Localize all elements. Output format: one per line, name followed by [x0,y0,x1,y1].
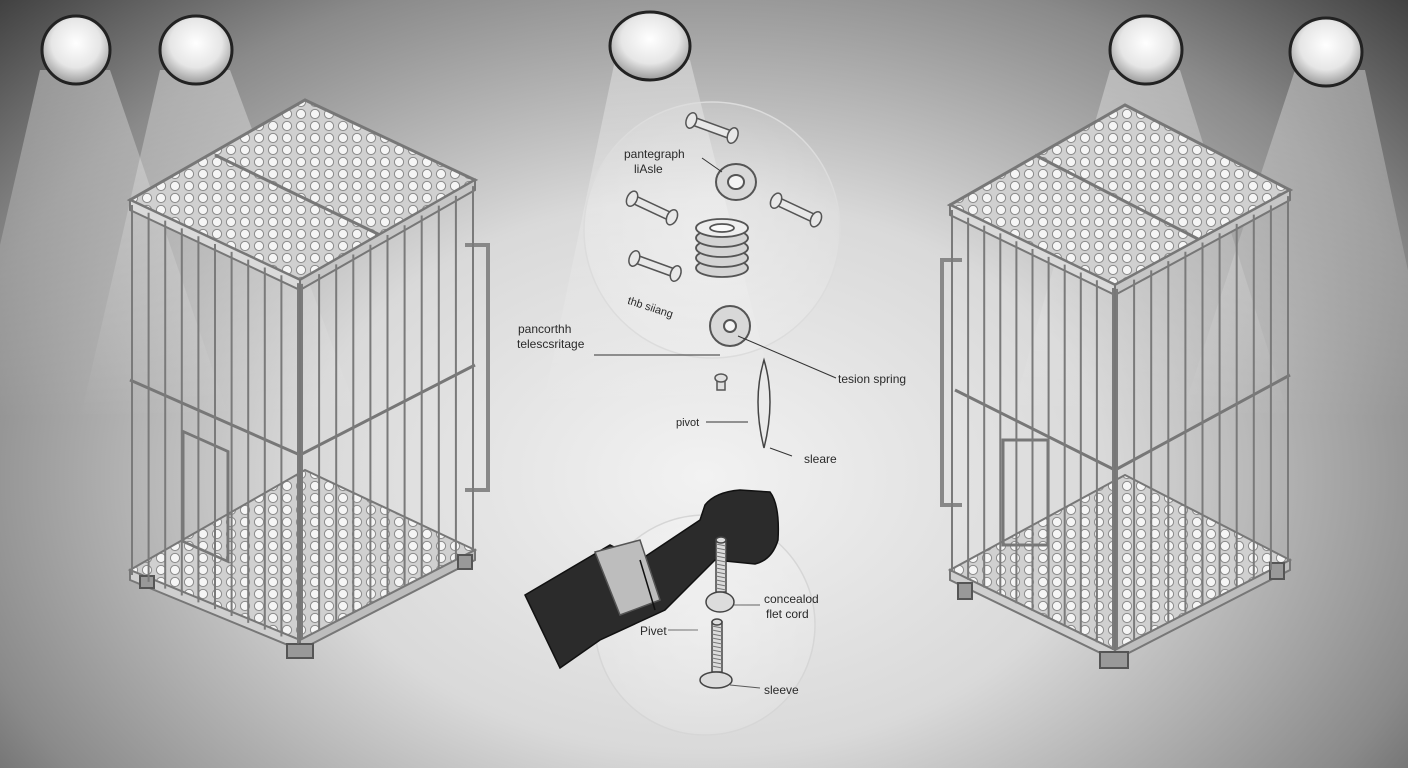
thread-line [711,641,723,645]
label-sleeve-bottom: sleeve [764,683,799,697]
thread-line [711,649,723,653]
thread-line [715,583,727,587]
pin-icon [625,112,823,282]
thread-line [711,637,723,641]
sleeve-lens-icon [757,357,771,449]
label-pantograph-sub: liAsle [634,162,663,176]
left-cage-bars [131,186,474,644]
fist-icon [524,489,780,670]
thread-line [715,547,727,551]
thread-line [715,543,727,547]
thread-line [711,645,723,649]
thread-line [715,551,727,555]
bolt-threads [711,543,727,669]
label-pivot-bottom: Pivet [640,624,667,638]
thread-line [711,653,723,657]
label-concealed: concealod [764,592,819,606]
label-pancorth: pancorthh [518,322,572,336]
thread-line [715,579,727,583]
label-tension-spring: tesion spring [838,372,907,386]
thread-line [715,563,727,567]
label-flat-cord: flet cord [766,607,809,621]
thread-line [711,629,723,633]
thread-line [715,587,727,591]
label-sleeve-top: sleare [804,452,837,466]
washer-icon [709,163,757,347]
coil-spring-icon [695,218,749,278]
thread-line [715,571,727,575]
label-pantograph: pantegraph [624,147,685,161]
label-pivot-top: pivot [676,417,700,429]
thread-line [715,567,727,571]
label-telescopic: telescsritage [517,337,585,351]
thread-line [715,555,727,559]
spotlight-icon [40,10,1364,88]
thread-line [711,625,723,629]
thread-line [711,657,723,661]
thread-line [715,559,727,563]
thread-line [711,633,723,637]
thread-line [711,665,723,669]
right-cage-bars [951,196,1289,651]
pivot-part-icon [714,373,728,391]
thread-line [711,661,723,665]
thread-line [715,575,727,579]
